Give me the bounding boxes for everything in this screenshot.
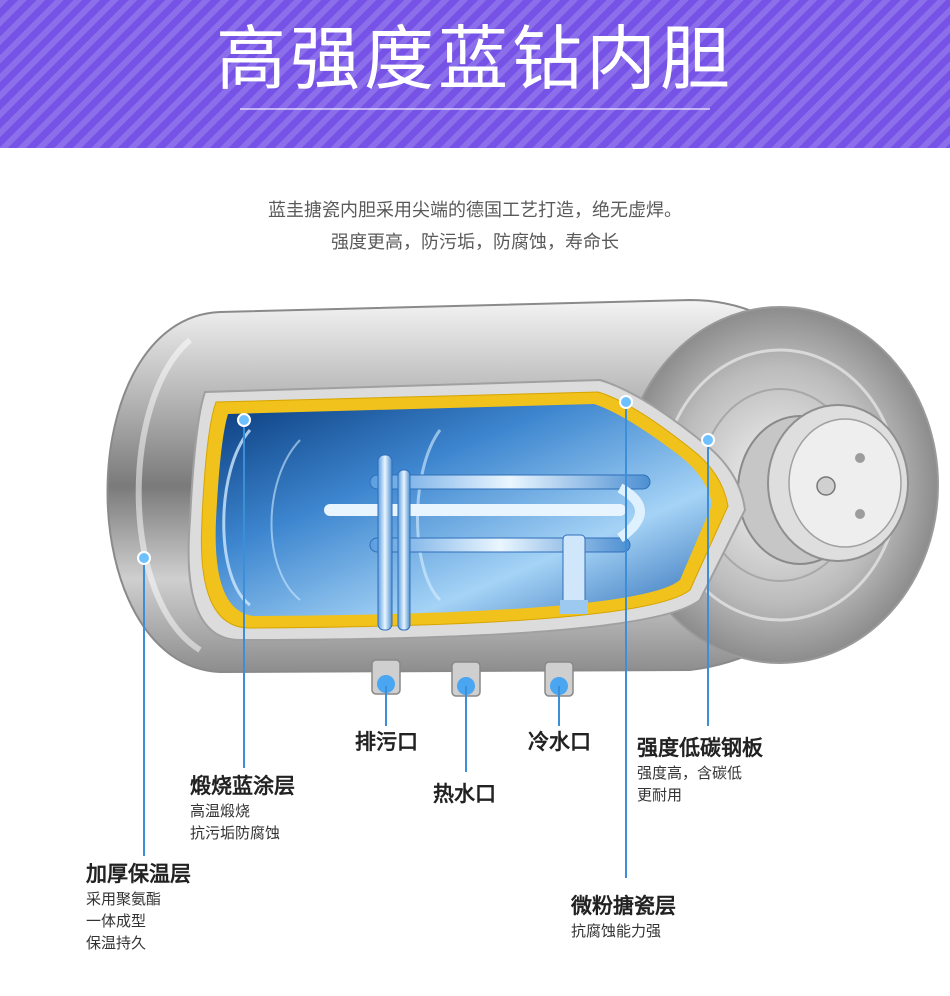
callout-cold-water-inlet: 冷水口 [528,728,591,756]
callout-steel-plate-desc1: 强度高，含碳低 [637,764,743,782]
dot-enamel [619,395,633,409]
callout-steel-plate: 强度低碳钢板 强度高，含碳低 更耐用 [637,734,763,806]
callout-enamel-desc1: 抗腐蚀能力强 [571,922,662,940]
callout-steel-plate-desc2: 更耐用 [637,786,683,804]
intro-line-1: 蓝圭搪瓷内胆采用尖端的德国工艺打造，绝无虚焊。 [268,200,682,221]
banner-title: 高强度蓝钻内胆 [216,18,734,100]
callout-cold-water-title: 冷水口 [528,730,591,754]
header-banner: 高强度蓝钻内胆 [0,0,950,148]
callout-leader-lines [143,402,709,878]
flange-cap [737,404,909,565]
callout-insulation-desc3: 保温持久 [86,934,147,952]
outlet-stubs [371,659,574,697]
callout-blue-coating-title: 煅烧蓝涂层 [190,774,295,798]
callout-blue-coating-desc1: 高温煅烧 [190,802,251,820]
callout-blue-coating-desc2: 抗污垢防腐蚀 [190,824,281,842]
callout-enamel: 微粉搪瓷层 抗腐蚀能力强 [571,892,676,942]
dot-steel-plate [701,433,715,447]
banner-divider [240,108,710,110]
callout-insulation: 加厚保温层 采用聚氨酯 一体成型 保温持久 [86,860,191,954]
callout-enamel-title: 微粉搪瓷层 [571,894,676,918]
intro-line-2: 强度更高，防污垢，防腐蚀，寿命长 [331,232,619,253]
callout-sewage-outlet: 排污口 [355,728,418,756]
callout-dots [137,395,715,565]
callout-sewage-title: 排污口 [355,730,418,754]
dot-blue-coating [237,413,251,427]
callout-steel-plate-title: 强度低碳钢板 [637,736,763,760]
callout-insulation-title: 加厚保温层 [86,862,191,886]
callout-hot-water-outlet: 热水口 [433,780,496,808]
callout-insulation-desc2: 一体成型 [86,912,147,930]
callout-insulation-desc1: 采用聚氨酯 [86,890,162,908]
dot-insulation [137,551,151,565]
callout-hot-water-title: 热水口 [433,782,496,806]
callout-blue-coating: 煅烧蓝涂层 高温煅烧 抗污垢防腐蚀 [190,772,295,844]
heating-element [324,454,651,631]
